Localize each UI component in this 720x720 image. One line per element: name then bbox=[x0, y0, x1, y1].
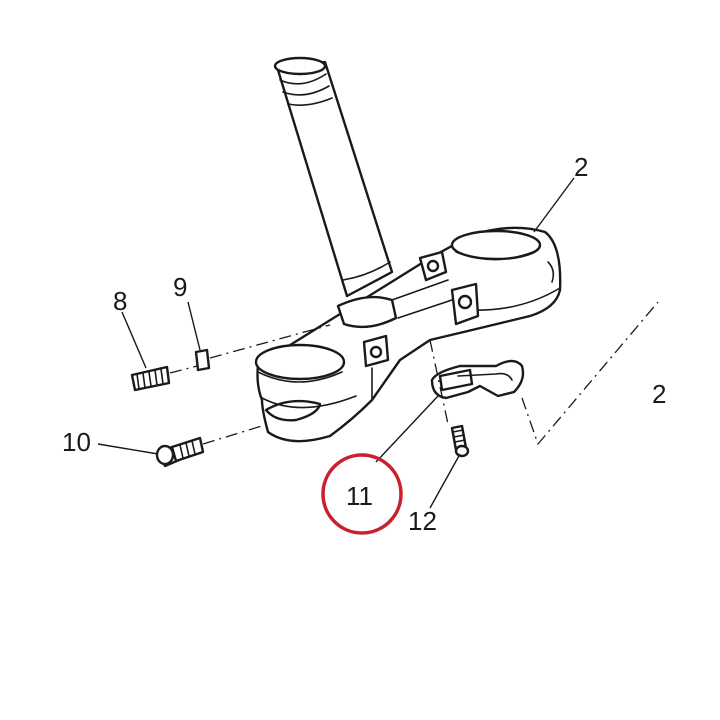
callout-12: 12 bbox=[408, 506, 437, 536]
callout-11: 11 bbox=[346, 481, 373, 511]
assembly-lines bbox=[169, 301, 659, 446]
highlight-circle bbox=[321, 453, 403, 535]
bolt-10 bbox=[155, 436, 205, 468]
bolt-8 bbox=[130, 365, 171, 392]
washer-9 bbox=[194, 348, 211, 372]
screw-12 bbox=[450, 424, 470, 458]
callout-2: 2 bbox=[574, 152, 588, 182]
leader-lines bbox=[97, 177, 575, 509]
bracket-11 bbox=[430, 359, 525, 400]
callout-9: 9 bbox=[173, 272, 187, 302]
steering-stem bbox=[273, 56, 394, 298]
upper-triple-clamp bbox=[254, 226, 562, 443]
callout-2-partial: 2 bbox=[652, 379, 666, 409]
callout-8: 8 bbox=[113, 286, 127, 316]
callout-10: 10 bbox=[62, 427, 91, 457]
